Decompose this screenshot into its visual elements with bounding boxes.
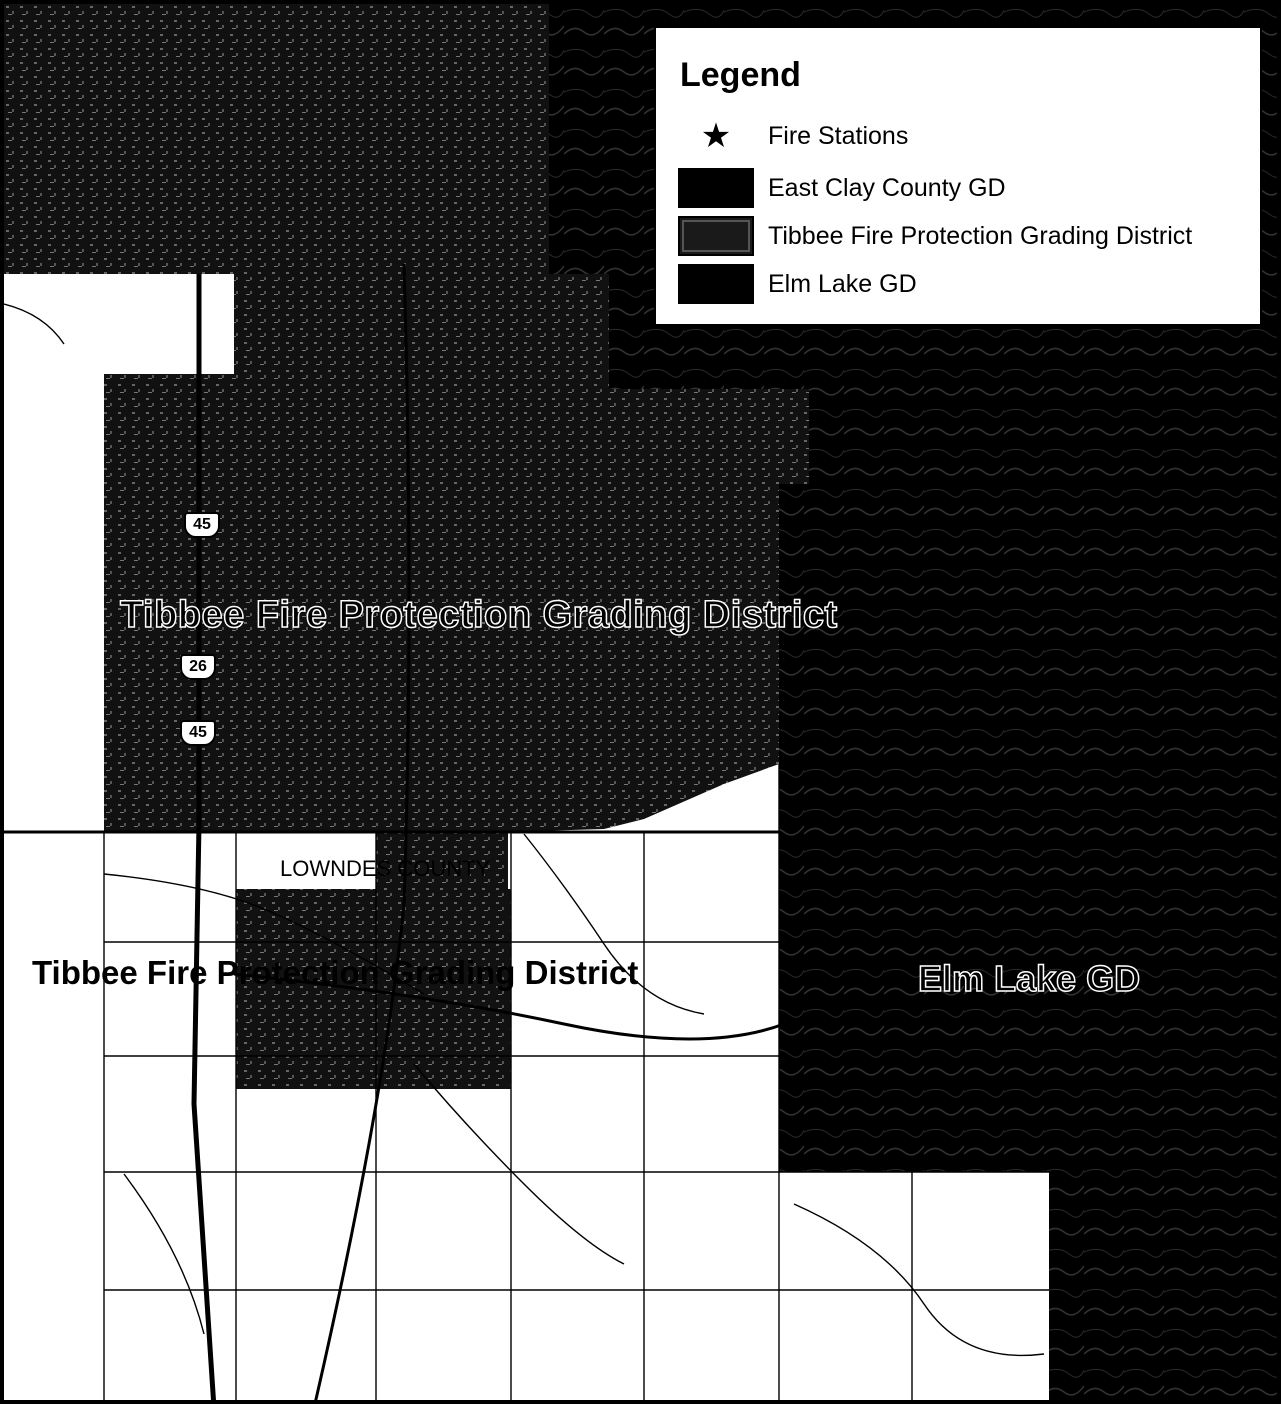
legend-label: Tibbee Fire Protection Grading District (768, 221, 1193, 250)
tibbee-north-label: Tibbee Fire Protection Grading District (119, 593, 838, 637)
highway-45-shield: 45 (184, 512, 220, 538)
tibbee-county-block (376, 832, 508, 892)
legend-item-fire-stations: ★ Fire Stations (678, 114, 909, 158)
swatch-elm-lake (678, 264, 754, 304)
legend-item-east-clay: East Clay County GD (678, 166, 1006, 210)
star-icon: ★ (700, 117, 732, 155)
swatch-tibbee (678, 216, 754, 256)
tibbee-south-label: Tibbee Fire Protection Grading District (32, 954, 639, 991)
highway-26-shield: 26 (180, 654, 216, 680)
road-grid (4, 303, 1049, 1400)
highway-45-south-shield: 45 (180, 720, 216, 746)
map-legend: Legend ★ Fire Stations East Clay County … (654, 26, 1262, 326)
county-label: LOWNDES COUNTY (280, 856, 491, 881)
legend-label: Elm Lake GD (768, 269, 917, 298)
legend-item-elm-lake: Elm Lake GD (678, 262, 917, 306)
legend-item-tibbee: Tibbee Fire Protection Grading District (678, 214, 1192, 258)
legend-title: Legend (680, 56, 801, 94)
legend-label: East Clay County GD (768, 173, 1006, 202)
highways (191, 263, 411, 1400)
elm-lake-label: Elm Lake GD (917, 957, 1141, 1000)
swatch-east-clay (678, 168, 754, 208)
elm-lake-region (779, 334, 1277, 1400)
legend-label: Fire Stations (768, 121, 909, 150)
